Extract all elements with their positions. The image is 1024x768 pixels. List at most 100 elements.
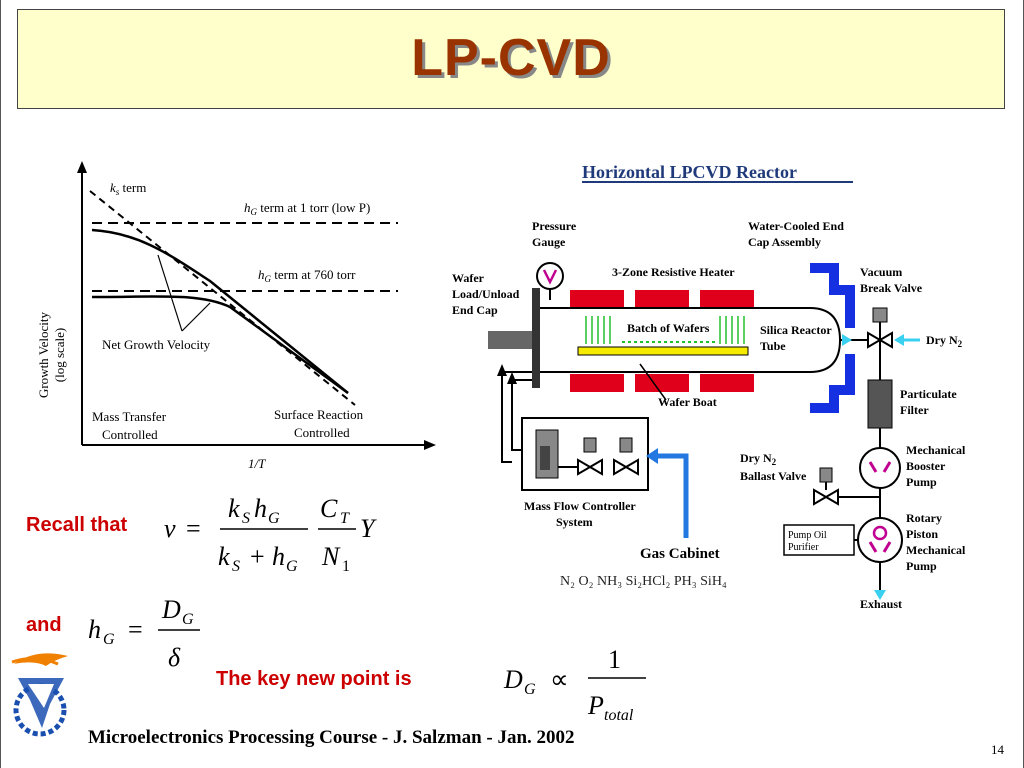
key-point-label: The key new point is [216,668,412,690]
mfc-label-1: Mass Flow Controller [524,499,636,513]
wafer-batch [585,316,745,344]
frame-left-edge [0,0,1,768]
particulate-label-2: Filter [900,403,929,417]
svg-text:N: N [321,542,341,571]
ballast-valve-icon [813,488,839,506]
svg-text:S: S [232,558,240,575]
end-cap-plate [532,288,540,388]
region-left-line2: Controlled [102,427,158,442]
svg-text:k: k [218,542,230,571]
svg-text:P: P [587,691,604,720]
mfc-label-2: System [556,515,593,529]
rotary-label-3: Mechanical [906,543,966,557]
wafer-load-label-2: Load/Unload [452,287,520,301]
mfc-valve-2-icon [613,458,639,476]
svg-text:v: v [164,514,176,543]
heater-zone-2-top [635,290,689,308]
load-unload-handle [488,331,532,349]
silica-label-1: Silica Reactor [760,323,832,337]
booster-label-3: Pump [906,475,937,489]
water-cooled-label-1: Water-Cooled End [748,219,844,233]
heater-zone-1-bottom [570,374,624,392]
region-right-line2: Controlled [294,425,350,440]
svg-text:C: C [320,494,338,523]
x-axis-arrow [424,440,436,450]
purifier-label-2: Purifier [788,542,819,553]
dry-n2-label: Dry N2 [926,333,963,349]
svg-text:1: 1 [608,645,621,674]
reactor-title: Horizontal LPCVD Reactor [582,162,797,182]
svg-text:δ: δ [168,643,181,672]
net-growth-label: Net Growth Velocity [102,337,211,352]
water-cooled-label-2: Cap Assembly [748,235,821,249]
svg-text:Y: Y [360,514,377,543]
recall-label: Recall that [26,514,128,536]
vacuum-label-1: Vacuum [860,265,902,279]
svg-text:h: h [254,494,267,523]
svg-text:1: 1 [342,558,350,575]
exhaust-label: Exhaust [860,597,902,611]
particulate-label-1: Particulate [900,387,957,401]
ballast-label-2: Ballast Valve [740,469,807,483]
ks-term-label: ks term [110,180,146,197]
heater-zone-1-top [570,290,624,308]
water-cooled-cap-bottom [810,354,855,413]
net-pointer-1 [157,254,183,332]
heater-zone-2-bottom [635,374,689,392]
footer-text: Microelectronics Processing Course - J. … [88,727,575,748]
heater-label: 3-Zone Resistive Heater [612,265,735,279]
pressure-gauge-icon [536,262,564,290]
x-axis-label: 1/T [248,456,266,471]
net-growth-curve-1torr [91,228,349,394]
hg-760torr-label: hG term at 760 torr [258,267,356,284]
svg-text:G: G [524,681,536,698]
svg-text:G: G [268,510,280,527]
ballast-label-1: Dry N2 [740,451,777,467]
svg-text:D: D [503,665,523,694]
booster-label-2: Booster [906,459,946,473]
wafer-load-label-1: Wafer [452,271,485,285]
svg-text:h: h [272,542,285,571]
rotary-label-4: Pump [906,559,937,573]
feed-line-outer [501,371,532,463]
svg-text:G: G [286,558,298,575]
rotary-label-1: Rotary [906,511,942,525]
silica-reactor-tube [540,307,842,373]
y-axis-label-line2: (log scale) [52,328,67,383]
page-number: 14 [991,742,1004,757]
wafer-load-label-3: End Cap [452,303,498,317]
net-pointer-2 [181,302,211,332]
svg-text:k: k [228,494,240,523]
particulate-filter-icon [867,379,893,429]
gas-cabinet-label: Gas Cabinet [640,546,720,562]
svg-text:D: D [161,595,181,624]
institution-logo [11,653,68,737]
ks-term-line [89,190,356,406]
gas-cabinet-feed-arrow [654,453,689,538]
silica-label-2: Tube [760,339,786,353]
svg-text:T: T [340,510,350,527]
wafer-boat [577,346,749,356]
booster-pump-icon [859,447,901,489]
region-right-line1: Surface Reaction [274,407,364,422]
gas-list: N₂ O₂ NH₃ Si₂HCl₂ PH₃ SiH₄ [560,574,727,589]
vacuum-break-valve-icon [867,331,893,349]
dry-n2-arrow [894,334,904,346]
and-label: and [26,614,62,636]
svg-text:∝: ∝ [550,665,569,694]
slide-title: LP-CVD [411,29,611,87]
feed-line-inner [511,379,532,451]
hg-1torr-label: hG term at 1 torr (low P) [244,200,370,217]
svg-text:=: = [186,514,201,543]
svg-text:total: total [604,707,634,724]
batch-label: Batch of Wafers [627,321,710,335]
title-box: LP-CVD [17,9,1005,109]
svg-text:+: + [250,542,265,571]
heater-zone-3-bottom [700,374,754,392]
exhaust-arrow [874,590,886,600]
svg-text:=: = [128,615,143,644]
heater-zone-3-top [700,290,754,308]
